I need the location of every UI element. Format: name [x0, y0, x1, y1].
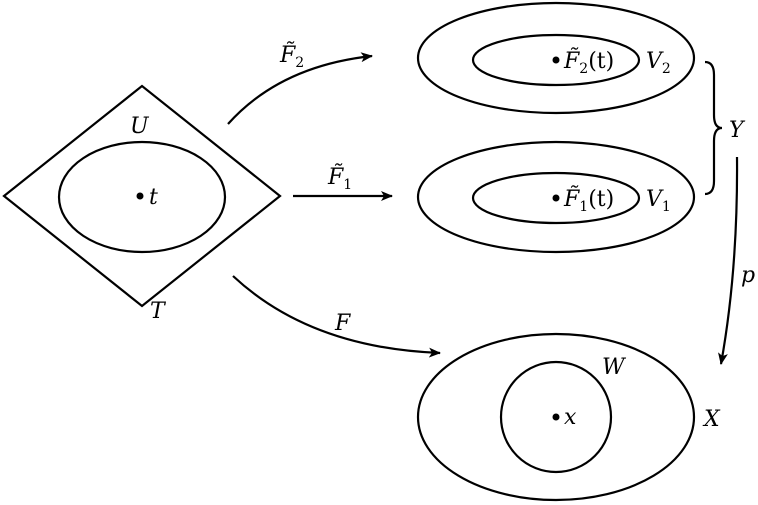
brace-Y [704, 60, 723, 196]
label-F-arrow: F [334, 311, 351, 336]
label-p: p [741, 263, 755, 288]
set-V1-outer-ellipse [416, 140, 696, 254]
label-V1: V1 [646, 187, 671, 215]
label-F2t: F̃2(t) [563, 48, 614, 77]
label-X: X [702, 407, 721, 432]
set-U-ellipse [57, 140, 227, 254]
label-t: t [149, 185, 158, 210]
label-x: x [564, 405, 577, 430]
point-F2t [552, 56, 560, 64]
set-W-circle [499, 360, 613, 474]
point-x [552, 413, 560, 421]
set-T-diamond [2, 84, 282, 308]
label-F2-arrow: F̃2 [279, 42, 304, 71]
set-F2-image-ellipse [471, 33, 641, 87]
point-t [136, 192, 144, 200]
set-X-ellipse [416, 332, 696, 502]
label-T: T [150, 299, 167, 324]
set-V2-outer-ellipse [416, 1, 696, 115]
label-F1-arrow: F̃1 [327, 164, 352, 193]
point-F1t [552, 194, 560, 202]
set-F1-image-ellipse [471, 171, 641, 225]
label-U: U [130, 114, 150, 139]
label-W: W [602, 355, 627, 380]
arrow-F [232, 275, 441, 358]
label-F1t: F̃1(t) [563, 186, 614, 215]
arrow-F2 [227, 52, 373, 125]
label-V2: V2 [646, 49, 671, 77]
arrow-p [718, 156, 739, 365]
label-Y: Y [729, 118, 746, 143]
